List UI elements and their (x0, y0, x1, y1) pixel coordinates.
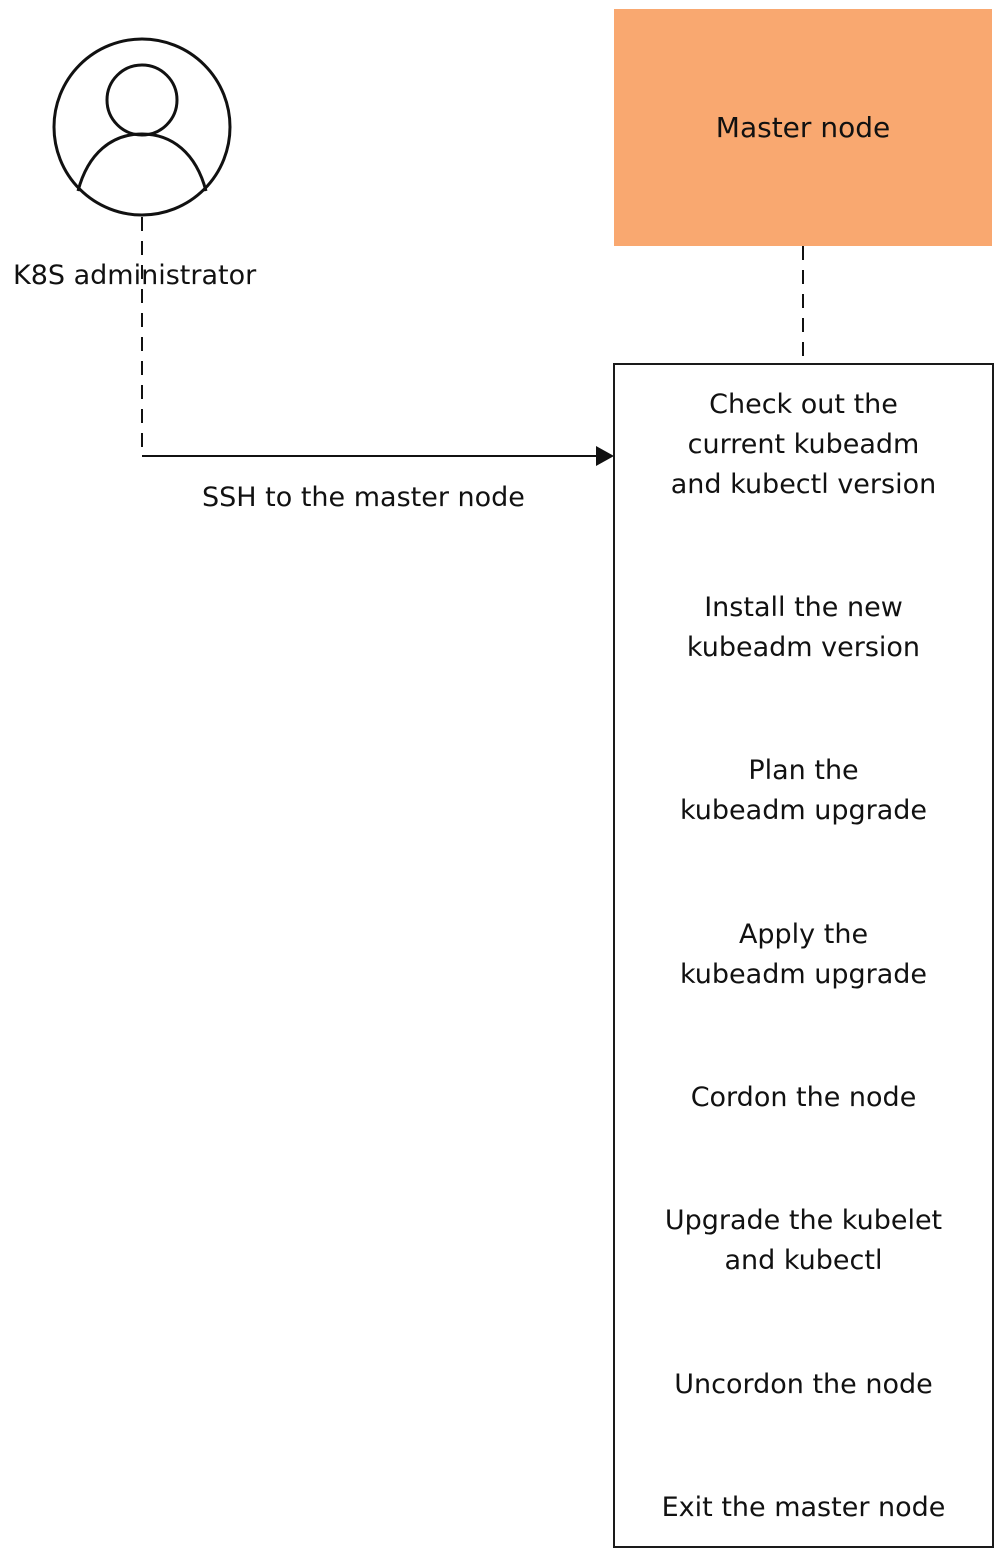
master-node-box: Master node (614, 9, 992, 246)
step-install-kubeadm: Install the new kubeadm version (686, 592, 921, 663)
steps-box: Check out the current kubeadm and kubect… (613, 363, 994, 1548)
user-icon (52, 37, 232, 217)
step-apply-upgrade: Apply the kubeadm upgrade (679, 919, 928, 990)
step-upgrade-kubelet: Upgrade the kubelet and kubectl (664, 1205, 943, 1276)
ssh-arrowhead (596, 446, 614, 466)
step-exit-master: Exit the master node (661, 1492, 946, 1523)
step-cordon-node: Cordon the node (690, 1082, 917, 1113)
actor-label: K8S administrator (13, 260, 257, 291)
step-uncordon-node: Uncordon the node (674, 1369, 933, 1400)
step-plan-upgrade: Plan the kubeadm upgrade (679, 755, 928, 826)
master-node-title: Master node (715, 111, 891, 144)
connection-label: SSH to the master node (202, 482, 525, 513)
step-check-versions: Check out the current kubeadm and kubect… (670, 389, 937, 500)
